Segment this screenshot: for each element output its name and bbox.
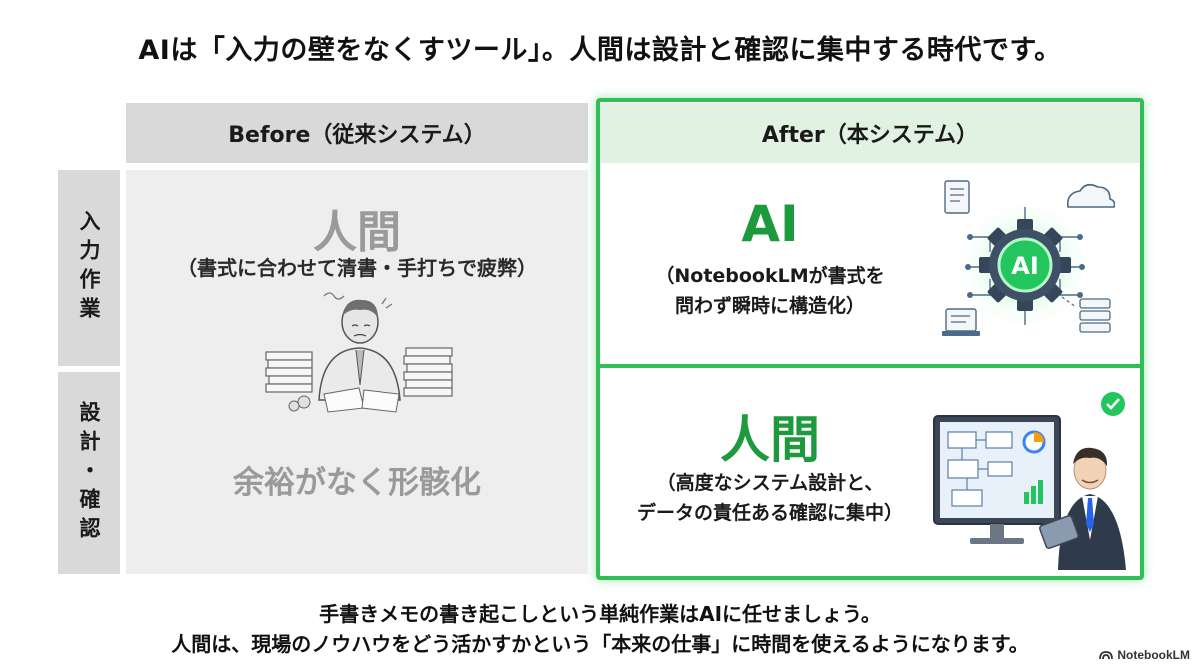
brand-watermark: NotebookLM (1099, 648, 1190, 662)
before-design-main: 余裕がなく形骸化 (233, 465, 481, 501)
cloud-icon (1066, 183, 1115, 208)
notebooklm-logo-icon (1099, 651, 1114, 660)
document-icon (944, 180, 970, 214)
after-divider (598, 364, 1142, 368)
ai-chip-label: AI (1011, 252, 1039, 280)
row-header-input-label: 入力作業 (77, 210, 101, 326)
businessman-monitor-illustration (933, 392, 1126, 570)
row-header-design: 設計・確認 (58, 372, 120, 574)
after-input-sub-1: （NotebookLMが書式を (655, 265, 885, 287)
before-input-sub: （書式に合わせて清書・手打ちで疲弊） (177, 256, 537, 280)
after-input-sub-2: 問わず瞬時に構造化） (674, 295, 865, 317)
column-header-before: Before（従来システム） (126, 103, 588, 163)
row-header-design-label: 設計・確認 (77, 400, 101, 546)
brand-label: NotebookLM (1117, 648, 1190, 662)
after-input-main: AI (741, 195, 799, 253)
check-badge-icon (1101, 392, 1125, 416)
database-icon (1079, 298, 1111, 333)
tired-worker-illustration (265, 292, 453, 413)
after-design-sub-1: （高度なシステム設計と、 (656, 472, 884, 494)
before-panel: 人間 （書式に合わせて清書・手打ちで疲弊） 余裕がなく形骸化 (126, 170, 588, 574)
after-design-sub-2: データの責任ある確認に集中） (636, 502, 903, 524)
row-header-input: 入力作業 (58, 170, 120, 366)
footer-line-1: 手書きメモの書き起こしという単純作業はAIに任せましょう。 (319, 602, 881, 626)
after-design-cell: 人間 （高度なシステム設計と、 データの責任ある確認に集中） (600, 368, 1140, 576)
page-title: AIは「入力の壁をなくすツール」。人間は設計と確認に集中する時代です。 (138, 35, 1062, 66)
ai-gear-chip-icon: AI (942, 180, 1115, 336)
column-header-after: After（本システム） (600, 103, 1140, 163)
before-input-main: 人間 (313, 207, 401, 258)
after-design-main: 人間 (720, 411, 820, 469)
footer-line-2: 人間は、現場のノウハウをどう活かすかという「本来の仕事」に時間を使えるようになり… (171, 632, 1029, 656)
after-input-cell: AI （NotebookLMが書式を 問わず瞬時に構造化） (600, 165, 1140, 365)
